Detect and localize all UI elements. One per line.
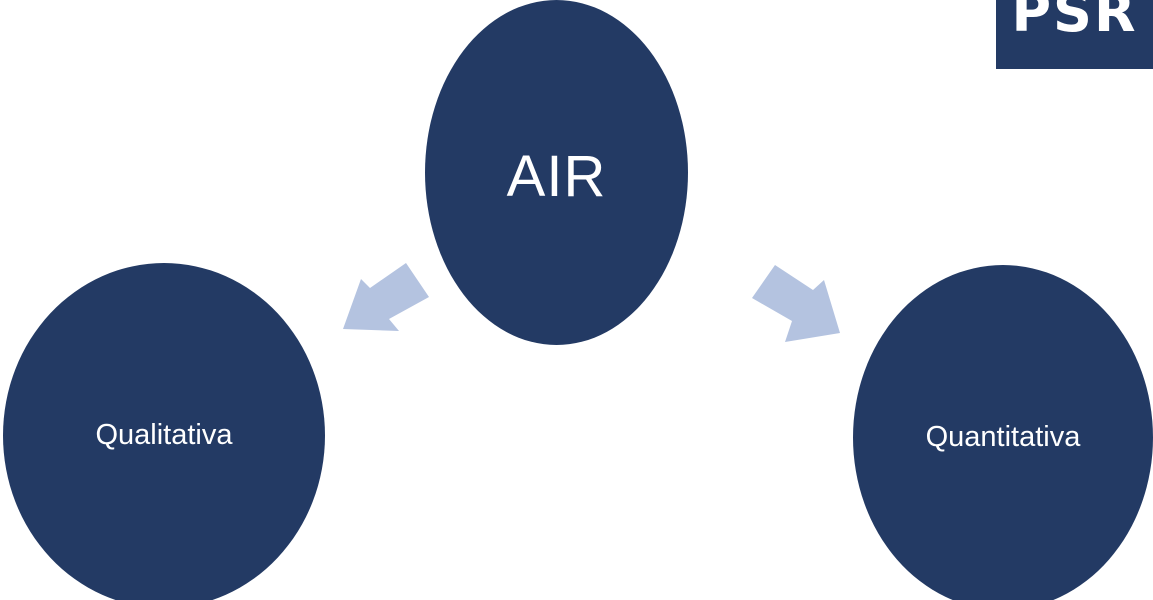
arrow-to-quantitativa — [752, 265, 840, 342]
psr-logo: PSR — [996, 0, 1153, 69]
node-qualitativa: Qualitativa — [3, 263, 325, 600]
psr-logo-text: PSR — [1011, 0, 1138, 44]
node-quantitativa: Quantitativa — [853, 265, 1153, 600]
node-quantitativa-label: Quantitativa — [925, 421, 1081, 453]
arrow-to-qualitativa — [343, 263, 429, 331]
node-air-label: AIR — [506, 144, 607, 209]
node-qualitativa-label: Qualitativa — [95, 419, 233, 451]
node-air: AIR — [425, 0, 688, 345]
